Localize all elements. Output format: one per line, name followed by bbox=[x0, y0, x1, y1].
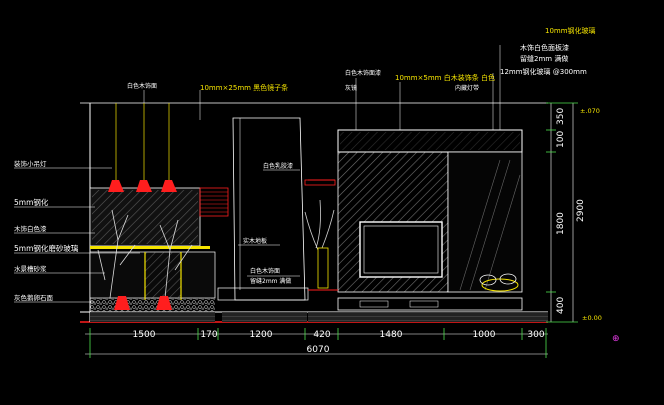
dim-1800: 1800 bbox=[556, 212, 566, 235]
dim-1480: 1480 bbox=[380, 330, 403, 340]
dim-total: 6070 bbox=[307, 345, 330, 355]
mid-notes: 白色乳胶漆 实木地板 白色木饰面 留缝2mm 满做 bbox=[243, 162, 293, 285]
level-top: ±.070 bbox=[580, 107, 600, 115]
note-wood-plate: 木饰白色面板漆 bbox=[520, 43, 569, 52]
note-white-lacquer: 白色木饰面漆 bbox=[345, 69, 381, 77]
mid-note-white-wood: 白色木饰面 bbox=[250, 267, 280, 275]
left-note-5: 水景槽砂浆 bbox=[14, 264, 47, 273]
plant-vase bbox=[304, 199, 335, 289]
dim-1200: 1200 bbox=[250, 330, 273, 340]
left-note-2: 5mm钢化 bbox=[14, 197, 49, 207]
tv-screen bbox=[359, 221, 443, 278]
mid-note-gap: 留缝2mm 满做 bbox=[250, 277, 291, 285]
top-notes: 10mm钢化玻璃 木饰白色面板漆 留缝2mm 满做 12mm钢化玻璃 @300m… bbox=[127, 26, 596, 92]
tv-wall bbox=[308, 129, 548, 322]
left-note-3: 木饰白色漆 bbox=[14, 224, 47, 233]
dim-170: 170 bbox=[200, 330, 217, 340]
mid-note-white-paint: 白色乳胶漆 bbox=[263, 162, 293, 170]
note-2mm-gap: 留缝2mm 满做 bbox=[520, 54, 568, 63]
dim-1500: 1500 bbox=[133, 330, 156, 340]
dim-1000: 1000 bbox=[473, 330, 496, 340]
left-note-4: 5mm钢化磨砂玻璃 bbox=[14, 243, 79, 253]
mid-note-solid-wood: 实木地板 bbox=[243, 237, 267, 245]
note-mirror: 灰镜 bbox=[345, 84, 357, 92]
note-12mm-at300: 12mm钢化玻璃 @300mm bbox=[500, 67, 587, 76]
note-10mm-glass: 10mm钢化玻璃 bbox=[545, 26, 596, 35]
left-note-1: 装饰小吊灯 bbox=[14, 159, 47, 168]
water-feature bbox=[89, 103, 216, 322]
note-10x5: 10mm×5mm 白木装饰条 白色 bbox=[395, 73, 495, 82]
dim-100: 100 bbox=[556, 131, 566, 148]
bottom-dimensions: 1500 170 1200 420 1480 1000 300 6070 bbox=[85, 328, 548, 358]
marker-symbol: ⊕ bbox=[612, 334, 620, 344]
dim-400: 400 bbox=[556, 297, 566, 314]
left-notes: 装饰小吊灯 5mm钢化 木饰白色漆 5mm钢化磨砂玻璃 水景槽砂浆 灰色鹅卵石面 bbox=[14, 159, 79, 302]
note-10x25: 10mm×25mm 黑色镜子条 bbox=[200, 83, 288, 92]
note-white-board: 白色木饰面 bbox=[127, 82, 157, 90]
dim-350: 350 bbox=[556, 108, 566, 125]
dim-2900: 2900 bbox=[576, 199, 586, 222]
left-note-6: 灰色鹅卵石面 bbox=[14, 293, 54, 302]
right-dimensions: 350 100 1800 2900 400 ±.070 ±0.00 bbox=[546, 102, 602, 323]
note-inner-light: 内藏灯带 bbox=[455, 84, 479, 92]
level-bottom: ±0.00 bbox=[582, 314, 602, 322]
dim-300: 300 bbox=[527, 330, 544, 340]
dim-420: 420 bbox=[313, 330, 330, 340]
stair-section bbox=[199, 117, 336, 322]
red-lights bbox=[108, 180, 177, 310]
leader-lines bbox=[14, 45, 501, 303]
